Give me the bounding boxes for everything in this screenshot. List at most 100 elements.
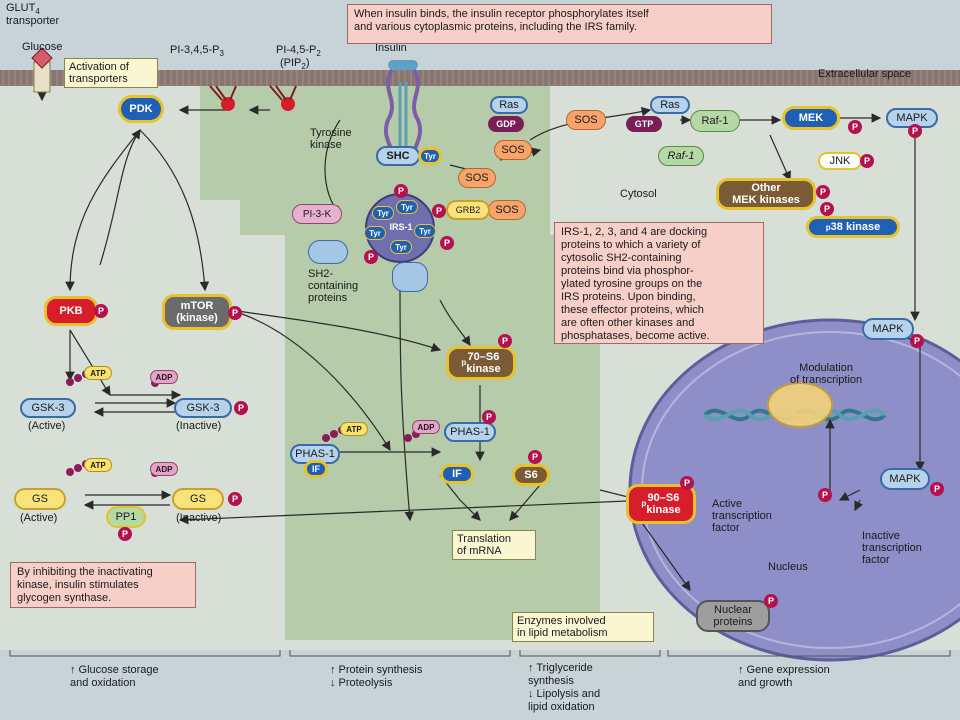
glut4-label: GLUT4 [6,2,40,17]
green-region [200,86,640,640]
pip-lipids [209,85,297,111]
mapk-nuc-phospho: P [910,334,924,348]
gs-active-node: GS [14,488,66,510]
mapk-nuc-node: MAPK [862,318,914,340]
plasma-membrane [0,70,960,86]
raf1-node: Raf-1 [690,110,740,132]
gdp-node: GDP [488,116,524,132]
jnk-node: JNK [818,152,862,170]
sos-node-3: SOS [488,200,526,220]
footer-dividers [9,650,951,657]
pi345-label: PI-3,4,5-P3 [170,44,224,59]
jnk-phospho: P [860,154,874,168]
enzymes-label: Enzymes involved in lipid metabolism [512,612,654,642]
gsk3-phospho: P [234,401,248,415]
footer-lipid: ↑ Triglyceride synthesis ↓ Lipolysis and… [528,662,601,713]
mek-node: MEK [782,106,840,130]
grb2-node: GRB2 [446,200,490,220]
irs-phospho-2: P [432,204,446,218]
other-mek-kinases-node: Other MEK kinases [716,178,816,210]
sh2-protein-1 [308,240,348,264]
mek-phospho: P [848,120,862,134]
mapk-nuc2-phospho: P [930,482,944,496]
translation-label: Translation of mRNA [452,530,536,560]
phas1-phospho: P [482,410,496,424]
inactive-tf-label: Inactive transcription factor [862,530,922,566]
mapk-cyto-phospho: P [908,124,922,138]
ras-gtp-node: Ras [650,96,690,114]
raf1-inactive-node: Raf-1 [658,146,704,166]
s6-node: S6 [512,464,550,486]
sos-node-4: SOS [566,110,606,130]
adp-tag-2: ADP [150,462,178,476]
pi45-label: PI-4,5-P2 [276,44,321,59]
footer-gene: ↑ Gene expression and growth [738,664,830,689]
gsk-active-label: (Active) [28,420,66,432]
mtor-node: mTOR (kinase) [162,294,232,330]
ras-gdp-node: Ras [490,96,528,114]
gs-phospho: P [228,492,242,506]
glucose-label: Glucose [22,41,63,53]
glut4-transporter [31,47,53,93]
pp1-phospho: P [118,527,132,541]
irs-tyr-5: Tyr [364,226,386,240]
gtp-node: GTP [626,116,662,132]
mapk-nuc2-node: MAPK [880,468,930,490]
extracellular-label: Extracellular space [818,68,911,80]
pdk-node: PDK [118,95,164,123]
insulin-label: Insulin [375,42,407,54]
shc-tyr-node: Tyr [418,147,442,165]
inhibiting-note: By inhibiting the inactivating kinase, i… [10,562,196,608]
shc-node: SHC [376,146,420,166]
p90-phospho: P [680,476,694,490]
phas1-p-node: PHAS-1 [444,422,496,442]
irs-tyr-2: Tyr [396,200,418,214]
equilibrium-arrows [83,398,177,510]
sh2-protein-2 [392,262,428,292]
gs-inactive-node: GS [172,488,224,510]
active-tf-phospho: P [818,488,832,502]
modulation-label: Modulation of transcription [790,362,863,386]
if-bound-node: IF [304,460,328,478]
atp-tag-1: ATP [84,366,112,380]
dna-helix [703,382,887,428]
footer-glucose: ↑ Glucose storage and oxidation [70,664,159,689]
irs-phospho-3: P [440,236,454,250]
pkb-node: PKB [44,296,98,326]
other-mek-phospho: P [816,185,830,199]
gsk-inactive-label: (Inactive) [176,420,222,432]
glut4-label-line2: transporter [6,15,60,27]
irs-note: IRS-1, 2, 3, and 4 are docking proteins … [554,222,764,344]
pp1-node: PP1 [106,506,146,528]
gsk3-active-node: GSK-3 [20,398,76,418]
atp-tag-3: ATP [340,422,368,436]
sh2-label: SH2- containing proteins [308,268,359,304]
irs-tyr-4: Tyr [390,240,412,254]
gsk3-inactive-node: GSK-3 [174,398,232,418]
gs-inactive-label: (Inactive) [176,512,222,524]
adp-tag-3: ADP [412,420,440,434]
adp-tag-1: ADP [150,370,178,384]
irs-tyr-1: Tyr [372,206,394,220]
tyrosine-kinase-label: Tyrosine kinase [310,127,352,151]
sos-node-1: SOS [494,140,532,160]
pip2-label: (PIP2) [280,57,310,72]
nucleus-label: Nucleus [768,561,808,573]
p38-phospho: P [820,202,834,216]
phas1-node: PHAS-1 [290,444,340,464]
irs-phospho-4: P [364,250,378,264]
nuclear-proteins-node: Nuclear proteins [696,600,770,632]
mtor-phospho: P [228,306,242,320]
atp-tag-2: ATP [84,458,112,472]
irs-phospho-1: P [394,184,408,198]
footer-protein: ↑ Protein synthesis ↓ Proteolysis [330,664,423,689]
active-tf-label: Active transcription factor [712,498,772,534]
activation-label: Activation of transporters [64,58,158,88]
pkb-phospho: P [94,304,108,318]
if-free-node: IF [440,464,474,484]
cytosol-label: Cytosol [620,188,657,200]
